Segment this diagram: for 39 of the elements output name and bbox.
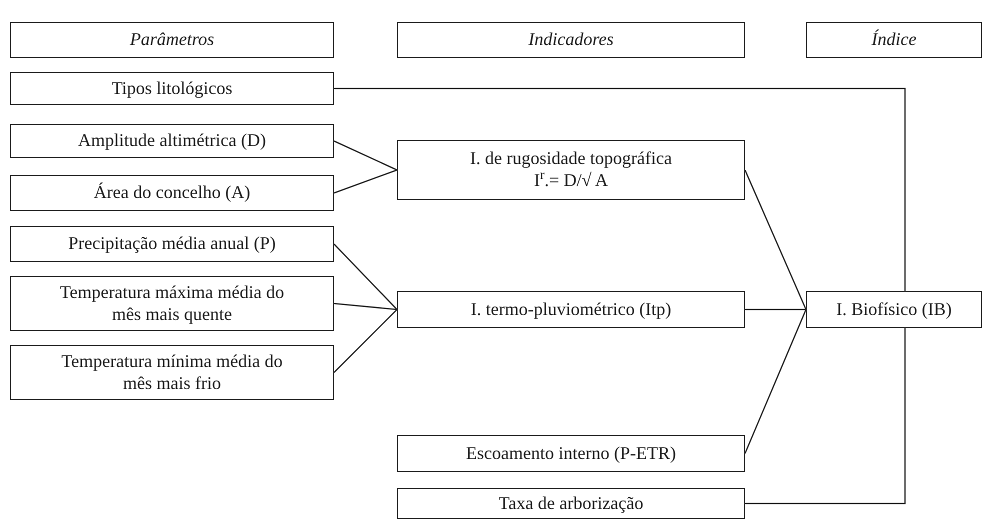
connector-line [334, 309, 398, 373]
box-label: Temperatura mínima média do mês mais frio [60, 350, 284, 394]
text-box [10, 124, 334, 158]
box-label: Precipitação média anual (P) [68, 233, 276, 255]
connector-line [334, 244, 398, 310]
connector-line [745, 308, 806, 310]
box-label: Tipos litológicos [112, 78, 232, 100]
text-box [397, 488, 745, 519]
text-box [806, 291, 982, 328]
text-box [397, 291, 745, 328]
connector-line [744, 170, 807, 310]
connector-line [334, 88, 906, 291]
text-box [10, 276, 334, 331]
box-label: Área do concelho (A) [94, 182, 250, 204]
column-heading: Índice [872, 29, 916, 51]
column-heading: Parâmetros [130, 29, 214, 51]
text-box [10, 175, 334, 211]
box-label: I. Biofísico (IB) [836, 298, 952, 320]
column-heading: Indicadores [528, 29, 614, 51]
connector-line [334, 169, 398, 194]
box-label: Escoamento interno (P-ETR) [466, 442, 676, 464]
connector-line [745, 328, 906, 504]
box-label: I$^{r}$.= D/√ A [534, 170, 608, 192]
connector-line [334, 140, 398, 171]
box-label: Temperatura máxima média do mês mais quente [58, 282, 286, 326]
box-label: I. termo-pluviométrico (Itp) [470, 298, 672, 320]
box-label: Taxa de arborização [498, 492, 644, 514]
text-box [10, 345, 334, 400]
text-box [397, 140, 745, 200]
text-box [10, 226, 334, 262]
column-header-box [806, 22, 982, 58]
box-label: I. de rugosidade topográfica [470, 148, 672, 170]
connector-line [744, 309, 807, 454]
column-header-box [397, 22, 745, 58]
text-box [397, 435, 745, 472]
column-header-box [10, 22, 334, 58]
connector-line [334, 302, 398, 310]
text-box [10, 72, 334, 105]
box-label: Amplitude altimétrica (D) [78, 130, 266, 152]
